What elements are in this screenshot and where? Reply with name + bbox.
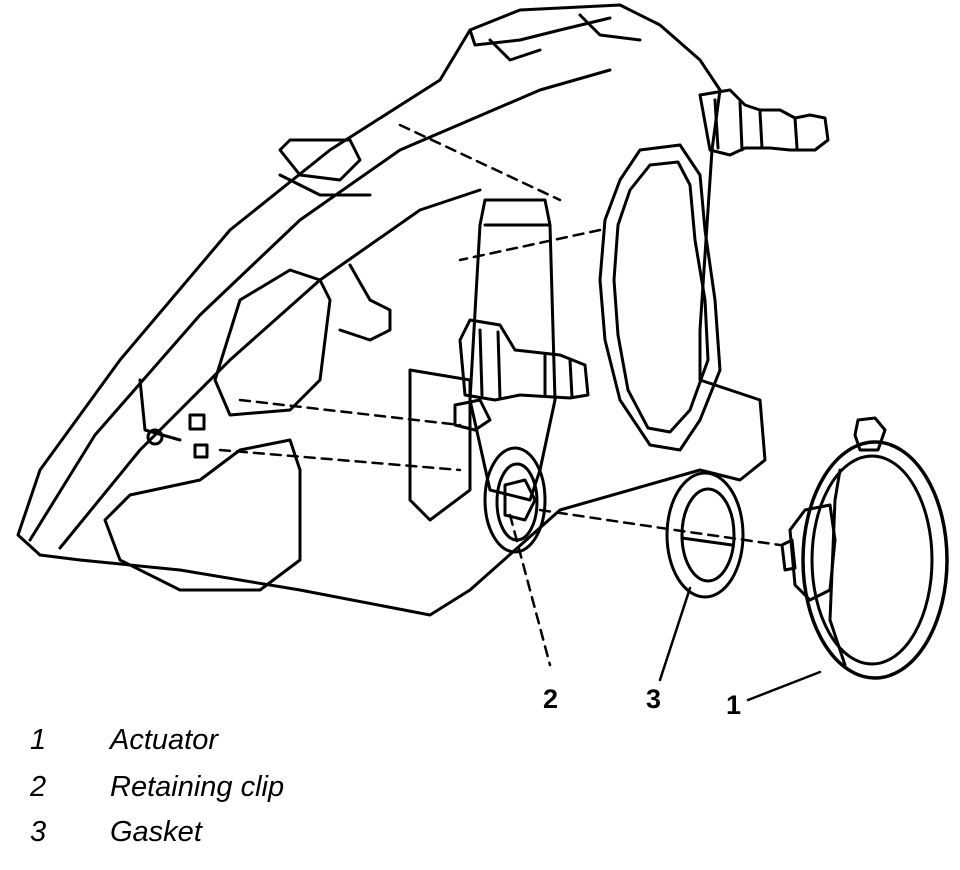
gasket: [665, 471, 745, 599]
callout-1: 1: [726, 690, 742, 720]
leader-lines: [658, 586, 822, 702]
headlamp-assembly-diagram: [16, 3, 949, 702]
legend-number: 3: [30, 816, 47, 848]
legend-label: Actuator: [110, 724, 218, 756]
legend-row: 2 Retaining clip: [0, 771, 600, 811]
legend-number: 1: [30, 724, 47, 756]
parts-legend: 1 Actuator 2 Retaining clip 3 Gasket: [0, 722, 960, 870]
assembly-lines: [218, 123, 782, 667]
callout-3: 3: [646, 684, 662, 714]
legend-row: 3 Gasket: [0, 816, 600, 856]
legend-label: Retaining clip: [110, 771, 285, 803]
actuator: [780, 416, 949, 680]
callout-2: 2: [543, 684, 559, 714]
legend-label: Gasket: [110, 816, 202, 848]
legend-number: 2: [30, 771, 47, 803]
headlamp-housing: [16, 3, 949, 680]
legend-row: 1 Actuator: [0, 724, 600, 764]
